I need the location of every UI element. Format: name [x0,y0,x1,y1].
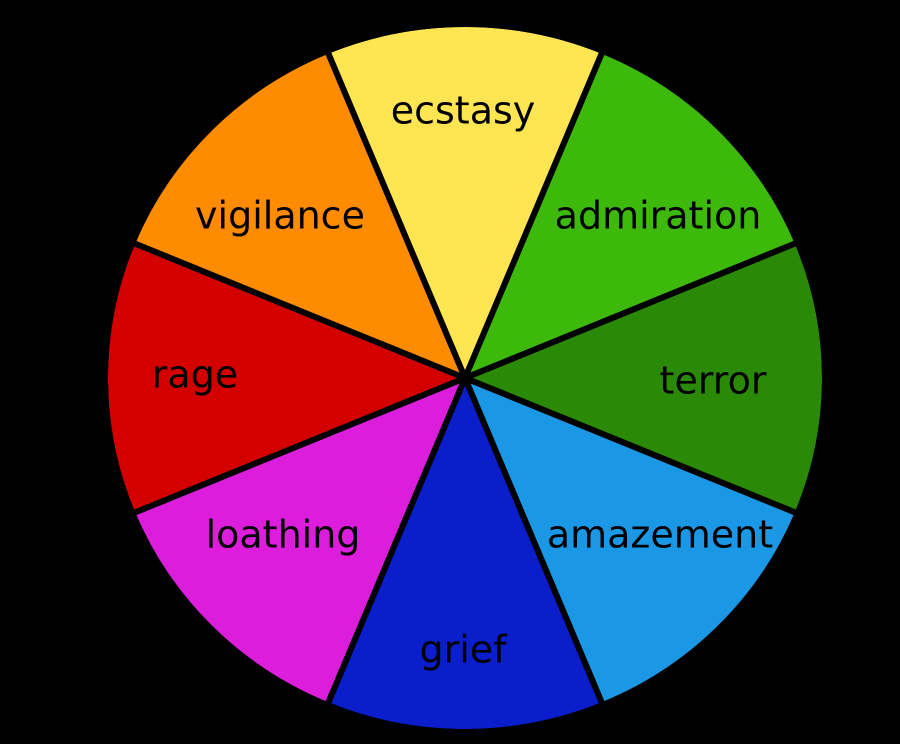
label-vigilance: vigilance [195,194,365,238]
label-amazement: amazement [547,513,773,557]
wheel-outline [102,21,828,735]
label-rage: rage [152,353,238,397]
label-terror: terror [660,359,767,403]
label-admiration: admiration [555,194,762,238]
label-loathing: loathing [206,513,361,557]
label-ecstasy: ecstasy [391,89,536,133]
label-grief: grief [419,628,508,672]
